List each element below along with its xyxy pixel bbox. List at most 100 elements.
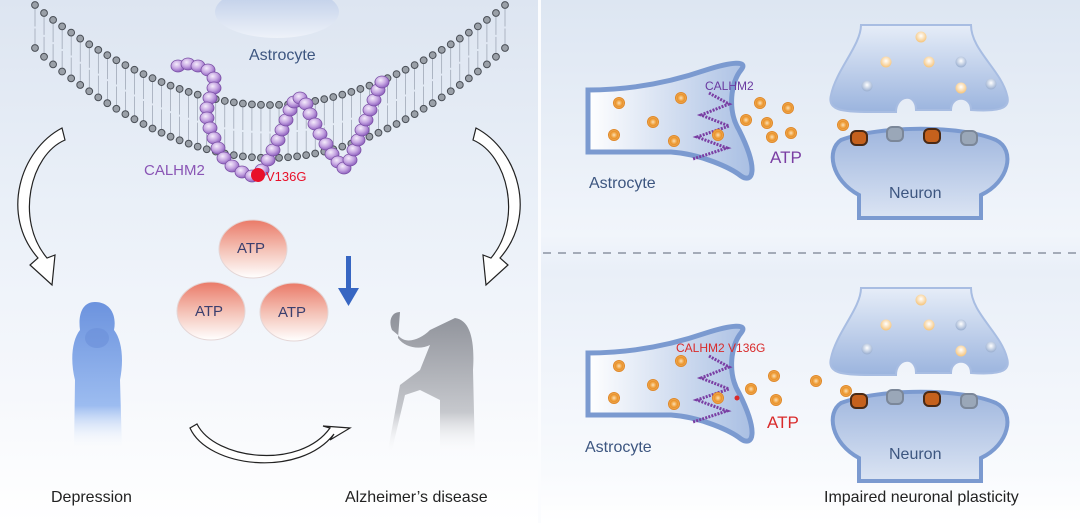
lipid-head xyxy=(392,120,401,128)
atp-vesicle xyxy=(675,355,687,367)
synaptic-vesicle xyxy=(880,56,892,68)
astrocyte-label: Astrocyte xyxy=(249,47,316,64)
lipid-head xyxy=(437,45,446,54)
receptor-channel xyxy=(923,128,941,144)
lipid-head xyxy=(139,70,148,78)
released-atp xyxy=(782,102,794,114)
lipid-head xyxy=(148,74,157,83)
lipid-head xyxy=(175,136,184,145)
lipid-head xyxy=(266,101,274,109)
lipid-head xyxy=(311,149,320,158)
synaptic-vesicle xyxy=(880,319,892,331)
lipid-head xyxy=(67,74,76,83)
atp-label-top: ATP xyxy=(770,148,802,167)
protein-bead xyxy=(318,137,334,151)
released-atp xyxy=(770,394,782,406)
impaired-plasticity-caption: Impaired neuronal plasticity xyxy=(824,489,1019,506)
lipid-head xyxy=(419,104,428,113)
lipid-head xyxy=(58,67,67,76)
synaptic-vesicle xyxy=(955,56,967,68)
calhm2-v136g-channel-label: CALHM2 V136G xyxy=(676,341,766,355)
astrocyte-process-shape xyxy=(585,323,755,444)
atp-label-top: ATP xyxy=(237,240,266,257)
lipid-head xyxy=(58,22,67,31)
lipid-head xyxy=(284,153,292,162)
lipid-head xyxy=(347,88,356,96)
lipid-head xyxy=(483,60,491,69)
right-diagram xyxy=(543,24,1080,483)
lipid-head xyxy=(238,152,247,161)
lipid-head xyxy=(446,40,455,49)
lipid-head xyxy=(455,81,464,89)
lipid-head xyxy=(275,153,283,162)
lipid-head xyxy=(455,34,464,43)
lipid-head xyxy=(184,88,193,96)
lipid-head xyxy=(428,99,437,108)
lipid-head xyxy=(229,151,238,160)
lipid-head xyxy=(130,115,139,124)
atp-ball-top xyxy=(218,219,288,279)
released-atp xyxy=(785,127,797,139)
receptor-channel xyxy=(850,130,868,146)
lipid-head xyxy=(492,9,500,17)
protein-bead xyxy=(312,127,328,141)
lipid-head xyxy=(157,128,166,137)
lipid-head xyxy=(501,44,509,52)
lipid-head xyxy=(94,93,103,102)
lipid-head xyxy=(365,132,374,141)
lipid-head xyxy=(85,87,94,96)
lipid-head xyxy=(202,145,211,154)
lipid-head xyxy=(410,61,419,70)
lipid-head xyxy=(193,142,202,151)
lipid-head xyxy=(139,120,148,128)
astrocyte-label-top: Astrocyte xyxy=(589,175,656,192)
lipid-head xyxy=(392,70,401,78)
lipid-head xyxy=(483,15,491,24)
released-atp xyxy=(740,114,752,126)
released-atp xyxy=(745,383,757,395)
atp-vesicle xyxy=(712,392,724,404)
synapse-scenario-normal xyxy=(585,24,1010,220)
synaptic-vesicle xyxy=(923,319,935,331)
left-diagram xyxy=(17,0,521,464)
atp-vesicle xyxy=(608,392,620,404)
receptor-channel xyxy=(960,130,978,146)
released-atp xyxy=(754,97,766,109)
decrease-arrow-icon xyxy=(338,256,359,306)
lipid-head xyxy=(112,104,121,113)
calhm2-channel-helix xyxy=(692,91,734,161)
alzheimers-figure-icon xyxy=(388,312,475,455)
curved-arrow-to-alzheimers-icon xyxy=(472,127,521,287)
lipid-head xyxy=(446,87,455,96)
lipid-head xyxy=(257,100,265,109)
synaptic-vesicle xyxy=(923,56,935,68)
lipid-head xyxy=(121,61,130,70)
lipid-head xyxy=(320,95,329,104)
synaptic-vesicle xyxy=(915,31,927,43)
depression-caption: Depression xyxy=(51,489,132,506)
lipid-head xyxy=(248,100,256,109)
lipid-head xyxy=(329,93,338,101)
right-panel: CALHM2 ATP Astrocyte Neuron CALHM2 V136G… xyxy=(541,0,1080,523)
released-atp xyxy=(810,375,822,387)
synaptic-vesicle xyxy=(861,343,873,355)
lipid-head xyxy=(76,34,85,43)
lipid-head xyxy=(157,78,166,86)
atp-vesicle xyxy=(668,398,680,410)
lipid-head xyxy=(374,128,383,137)
released-atp xyxy=(766,131,778,143)
lipid-head xyxy=(356,85,365,93)
lipid-head xyxy=(31,1,39,9)
lipid-head xyxy=(229,98,238,107)
lipid-head xyxy=(103,99,112,108)
mutation-site-marker xyxy=(251,168,265,182)
atp-ball-left xyxy=(176,281,246,341)
synaptic-vesicle xyxy=(985,78,997,90)
lipid-head xyxy=(193,90,202,99)
lipid-head xyxy=(67,28,76,37)
lipid-head xyxy=(437,93,446,102)
atp-vesicle xyxy=(613,360,625,372)
lipid-head xyxy=(166,81,175,90)
lipid-head xyxy=(383,124,392,133)
lipid-head xyxy=(220,97,229,105)
